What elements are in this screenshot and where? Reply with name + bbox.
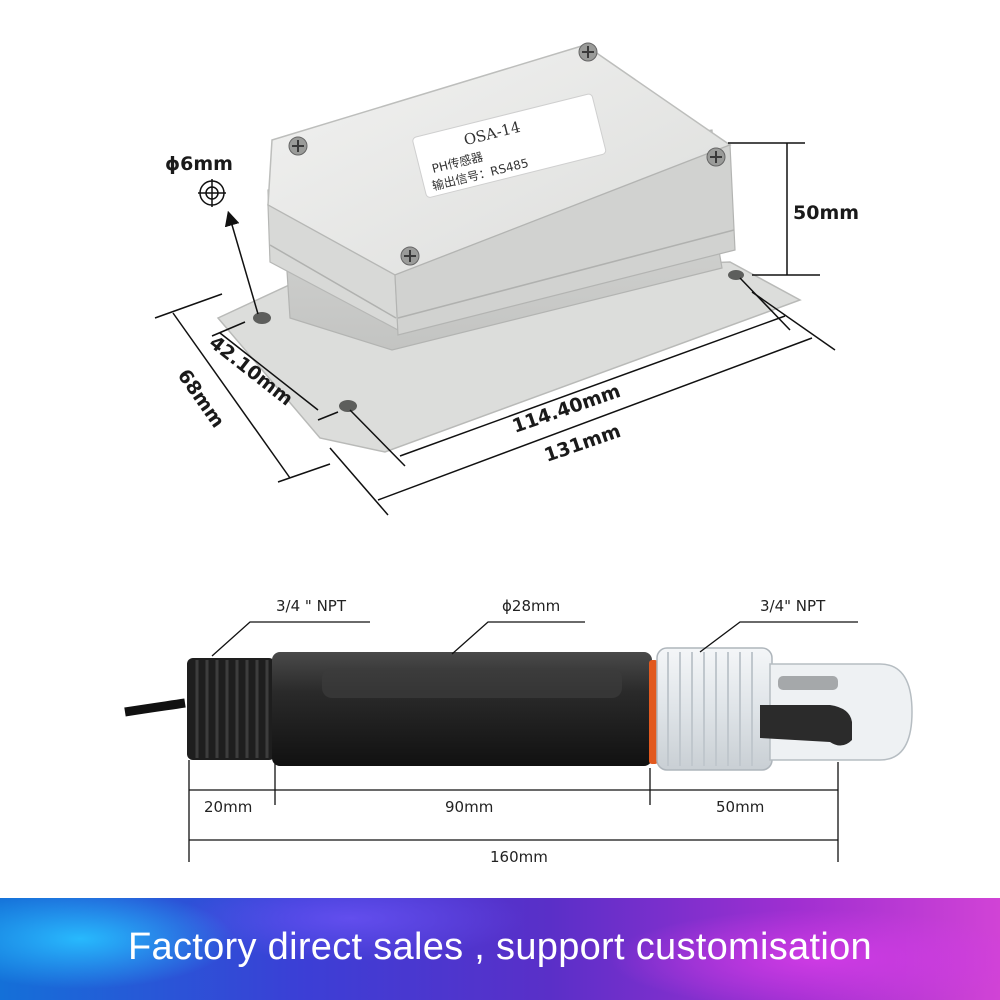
dimension-drawing: OSA-14 PH传感器 输出信号：RS485 ɸ6mm 50mm 42.10m… <box>124 42 913 866</box>
probe-diameter-label: ɸ28mm <box>502 597 560 615</box>
thread-section <box>187 658 275 760</box>
hole-diameter-label: ɸ6mm <box>165 153 233 175</box>
lid-screw-icon <box>706 147 726 167</box>
lid-screw-icon <box>288 136 308 156</box>
lid-screw-icon <box>578 42 598 62</box>
total-length-label: 160mm <box>490 848 548 866</box>
ph-probe <box>124 647 913 771</box>
mounting-hole-icon <box>253 312 271 324</box>
probe-dimensions: 20mm 90mm 50mm 160mm <box>188 760 839 866</box>
o-ring <box>649 660 658 764</box>
tip-length-label: 50mm <box>716 798 764 816</box>
probe-callouts: 3/4 " NPT ɸ28mm 3/4" NPT <box>211 597 858 657</box>
promo-text: Factory direct sales , support customisa… <box>128 926 872 968</box>
height-dimension: 50mm <box>728 142 859 276</box>
thread-right-label: 3/4" NPT <box>760 597 826 615</box>
clear-guard <box>656 647 773 771</box>
junction-box: OSA-14 PH传感器 输出信号：RS485 <box>216 42 802 453</box>
thread-left-label: 3/4 " NPT <box>276 597 347 615</box>
hole-callout: ɸ6mm <box>165 153 259 315</box>
body-length-label: 90mm <box>445 798 493 816</box>
height-label: 50mm <box>793 202 859 224</box>
mounting-hole-icon <box>339 400 357 412</box>
outer-length-label: 131mm <box>541 420 623 467</box>
probe-cable <box>124 698 186 717</box>
lid-screw-icon <box>400 246 420 266</box>
promo-banner: Factory direct sales , support customisa… <box>0 898 1000 1000</box>
outer-width-label: 68mm <box>173 365 229 432</box>
box-front-face <box>394 144 736 336</box>
thread-length-label: 20mm <box>204 798 252 816</box>
crosshair-icon <box>198 179 226 207</box>
mounting-hole-icon <box>728 270 744 280</box>
